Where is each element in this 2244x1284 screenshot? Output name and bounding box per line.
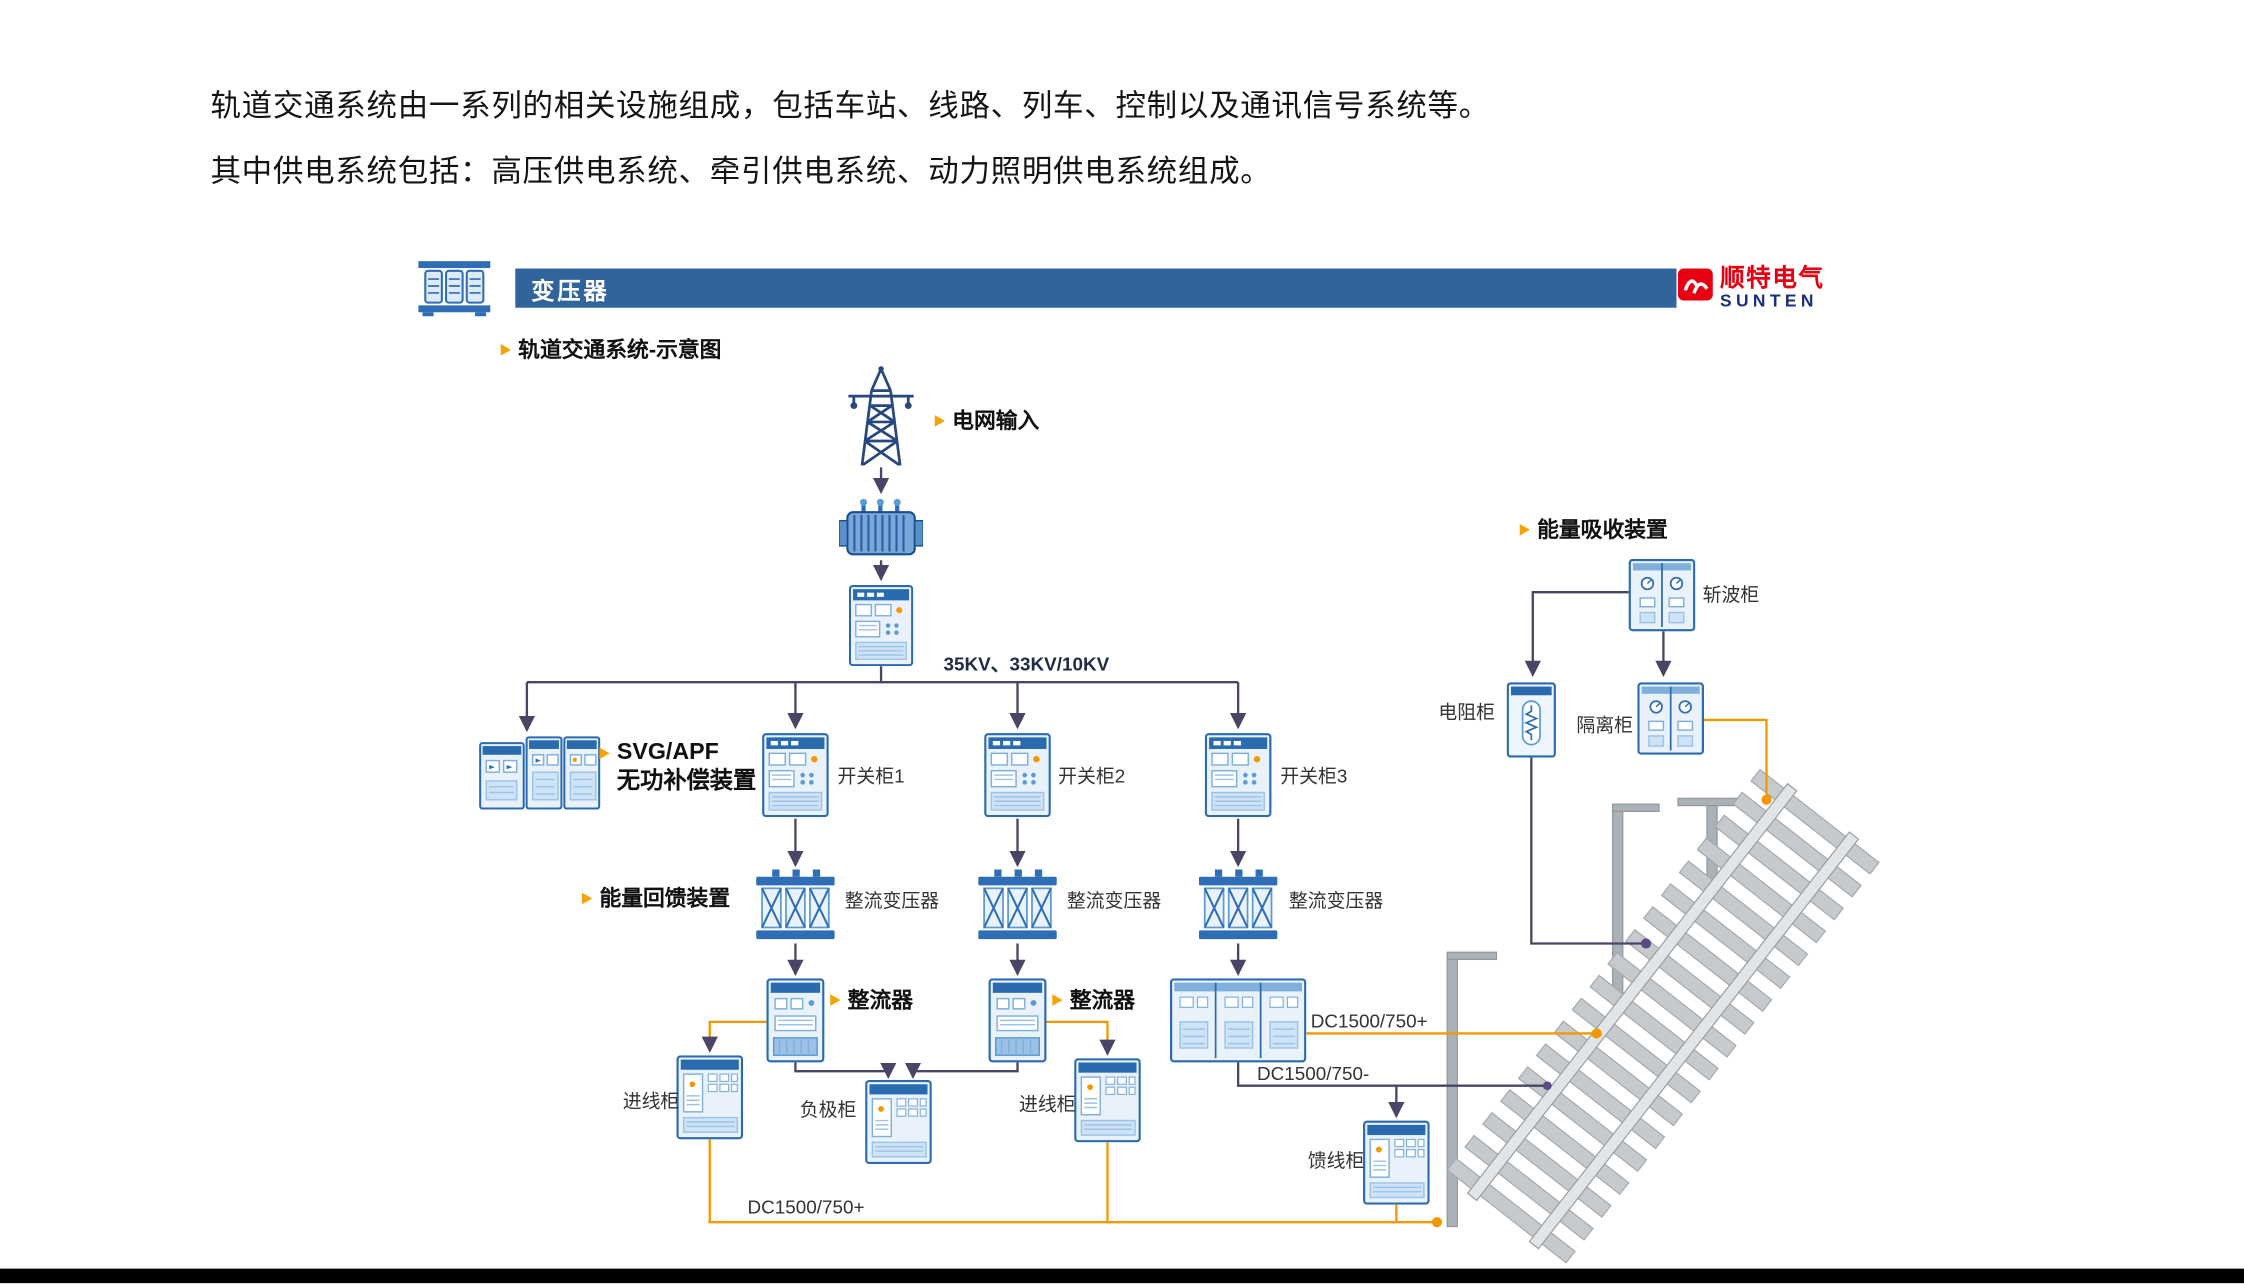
- chopper-cabinet-icon: [1629, 559, 1696, 632]
- brand-name: 顺特电气: [1720, 264, 1825, 292]
- section-title: 变压器: [531, 279, 610, 305]
- rectifier1-label: 整流器: [830, 984, 913, 1014]
- section-header-bar: 变压器: [515, 268, 1677, 308]
- dc-negative-label: DC1500/750-: [1256, 1062, 1370, 1085]
- resistor-cabinet-label: 电阻柜: [1438, 701, 1496, 723]
- isolation-cabinet-icon: [1637, 682, 1704, 755]
- rectifier-transformer2-label: 整流变压器: [1066, 889, 1162, 912]
- incoming-cabinet1-icon: [676, 1055, 743, 1139]
- arrow-marker-icon: [934, 414, 945, 427]
- resistor-cabinet-icon: [1507, 682, 1556, 757]
- arrow-marker-icon: [830, 993, 841, 1006]
- main-transformer-icon: [839, 498, 923, 560]
- negative-cabinet-icon: [865, 1080, 932, 1164]
- dc-positive-label-bottom: DC1500/750+: [747, 1196, 865, 1218]
- negative-cabinet-label: 负极柜: [799, 1098, 857, 1121]
- arrow-marker-icon: [1519, 523, 1530, 535]
- arrow-marker-icon: [599, 747, 610, 760]
- voltage-label: 35KV、33KV/10KV: [943, 653, 1110, 675]
- main-switchgear-cabinet-icon: [848, 585, 915, 666]
- incoming-cabinet1-label: 进线柜: [622, 1090, 680, 1112]
- switchgear1-cabinet-icon: [762, 733, 829, 817]
- rectifier-transformer2-icon: [977, 869, 1058, 942]
- connection-dots: [1431, 794, 1772, 1228]
- rectifier3-cabinet-icon: [1170, 978, 1306, 1062]
- dc-positive-label-top: DC1500/750+: [1310, 1010, 1428, 1033]
- rectifier-transformer3-label: 整流变压器: [1288, 889, 1384, 912]
- incoming-cabinet2-label: 进线柜: [1018, 1092, 1076, 1115]
- switchgear1-label: 开关柜1: [837, 764, 905, 787]
- railway-track: [1446, 768, 1880, 1264]
- energy-feedback-label: 能量回馈装置: [582, 883, 730, 913]
- intro-line-1: 轨道交通系统由一系列的相关设施组成，包括车站、线路、列车、控制以及通讯信号系统等…: [210, 89, 1490, 124]
- wire-lines-navy: [518, 467, 1672, 1119]
- diagram-title: 轨道交通系统-示意图: [500, 334, 721, 364]
- feeder-cabinet-icon: [1363, 1121, 1430, 1205]
- energy-absorption-label: 能量吸收装置: [1519, 514, 1668, 544]
- brand-logo: 顺特电气 SUNTEN: [1676, 266, 1824, 311]
- svg-apf-label: SVG/APF 无功补偿装置: [599, 739, 756, 797]
- rectifier1-cabinet-icon: [766, 978, 824, 1062]
- switchgear3-label: 开关柜3: [1280, 764, 1348, 787]
- rectifier-transformer1-icon: [755, 869, 836, 942]
- isolation-cabinet-label: 隔离柜: [1576, 714, 1633, 736]
- switchgear3-cabinet-icon: [1205, 733, 1272, 817]
- incoming-cabinet2-icon: [1074, 1058, 1141, 1142]
- switchgear2-label: 开关柜2: [1058, 764, 1126, 787]
- rectifier2-label: 整流器: [1052, 984, 1135, 1014]
- arrow-marker-icon: [500, 343, 511, 355]
- bottom-black-bar: [0, 1268, 2244, 1284]
- chopper-cabinet-label: 斩波柜: [1702, 583, 1760, 606]
- arrow-marker-icon: [582, 891, 593, 904]
- transmission-tower-icon: [838, 363, 925, 468]
- rectifier2-cabinet-icon: [988, 978, 1046, 1062]
- arrow-marker-icon: [1052, 993, 1063, 1006]
- wire-lines-orange: [701, 718, 1768, 1224]
- brand-subtitle: SUNTEN: [1720, 290, 1818, 311]
- feeder-cabinet-label: 馈线柜: [1307, 1149, 1365, 1172]
- svg-apf-cabinets-icon: [479, 734, 601, 809]
- switchgear2-cabinet-icon: [984, 733, 1051, 817]
- intro-line-2: 其中供电系统包括：高压供电系统、牵引供电系统、动力照明供电系统组成。: [210, 155, 1272, 189]
- rectifier-transformer3-icon: [1197, 869, 1278, 942]
- grid-input-label: 电网输入: [934, 405, 1039, 435]
- rectifier-transformer1-label: 整流变压器: [844, 889, 940, 912]
- brand-icon: [1677, 268, 1713, 301]
